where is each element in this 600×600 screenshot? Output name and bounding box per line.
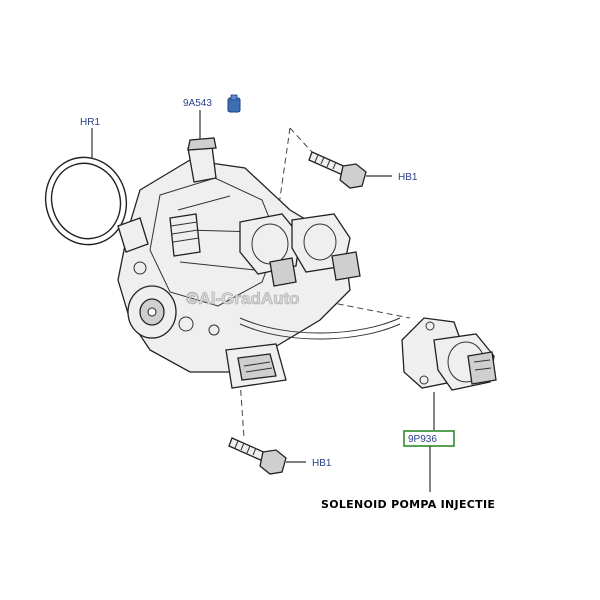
label-hr1: HR1 xyxy=(80,117,100,128)
label-hb1-top: HB1 xyxy=(398,172,418,183)
clip-icon xyxy=(227,94,241,113)
bolt-hb1-bottom xyxy=(228,437,287,475)
caption: SOLENOID POMPA INJECTIE xyxy=(321,498,495,511)
watermark: ©Al-GradAuto xyxy=(186,289,300,308)
dashed-guide-bolt xyxy=(289,127,313,153)
label-hb1-bottom: HB1 xyxy=(312,458,332,469)
label-9a543: 9A543 xyxy=(183,98,212,109)
bolt-hb1-top xyxy=(308,151,367,189)
highlight-box-9p936 xyxy=(403,430,455,447)
label-9p936: 9P936 xyxy=(408,434,437,445)
dashed-guide-bottom xyxy=(239,379,245,439)
solenoid-9p936 xyxy=(401,317,497,391)
o-ring-hr1 xyxy=(44,156,128,246)
injection-pump xyxy=(117,137,401,389)
